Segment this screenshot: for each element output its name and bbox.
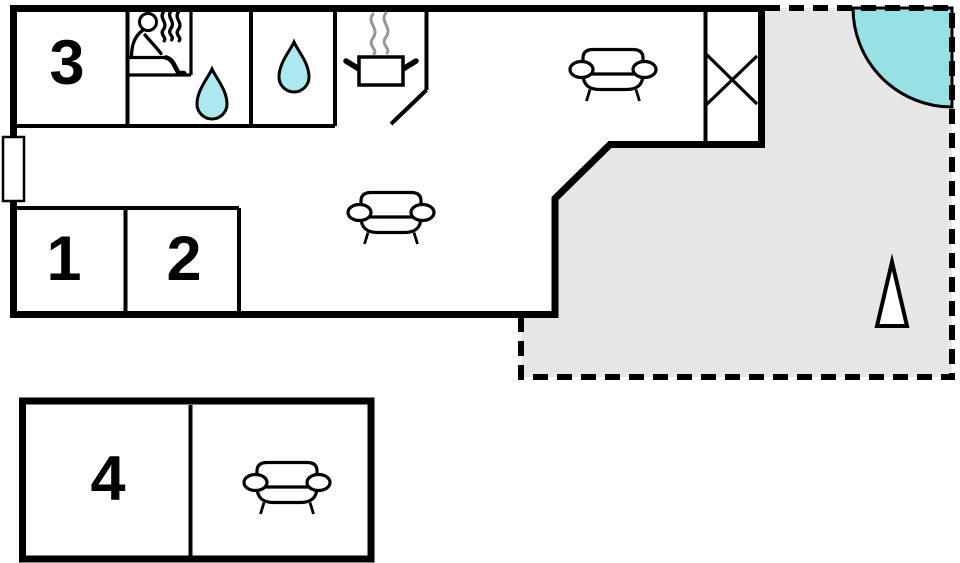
room-4-label: 4 — [90, 444, 125, 514]
left-wall-window — [1, 135, 26, 203]
sauna-person-icon — [125, 9, 187, 76]
room-1-label: 1 — [46, 224, 81, 294]
window-cross-icon — [704, 52, 759, 107]
terrace-dashed-border — [518, 5, 955, 380]
north-arrow — [874, 253, 910, 328]
interior-walls — [13, 8, 708, 313]
door-swing-icon — [851, 6, 954, 109]
room-2-label: 2 — [166, 224, 201, 294]
terrace-area — [521, 8, 952, 377]
cooking-pot-icon — [343, 11, 419, 87]
main-building-outline — [10, 5, 765, 318]
room-3-label: 3 — [49, 28, 84, 98]
